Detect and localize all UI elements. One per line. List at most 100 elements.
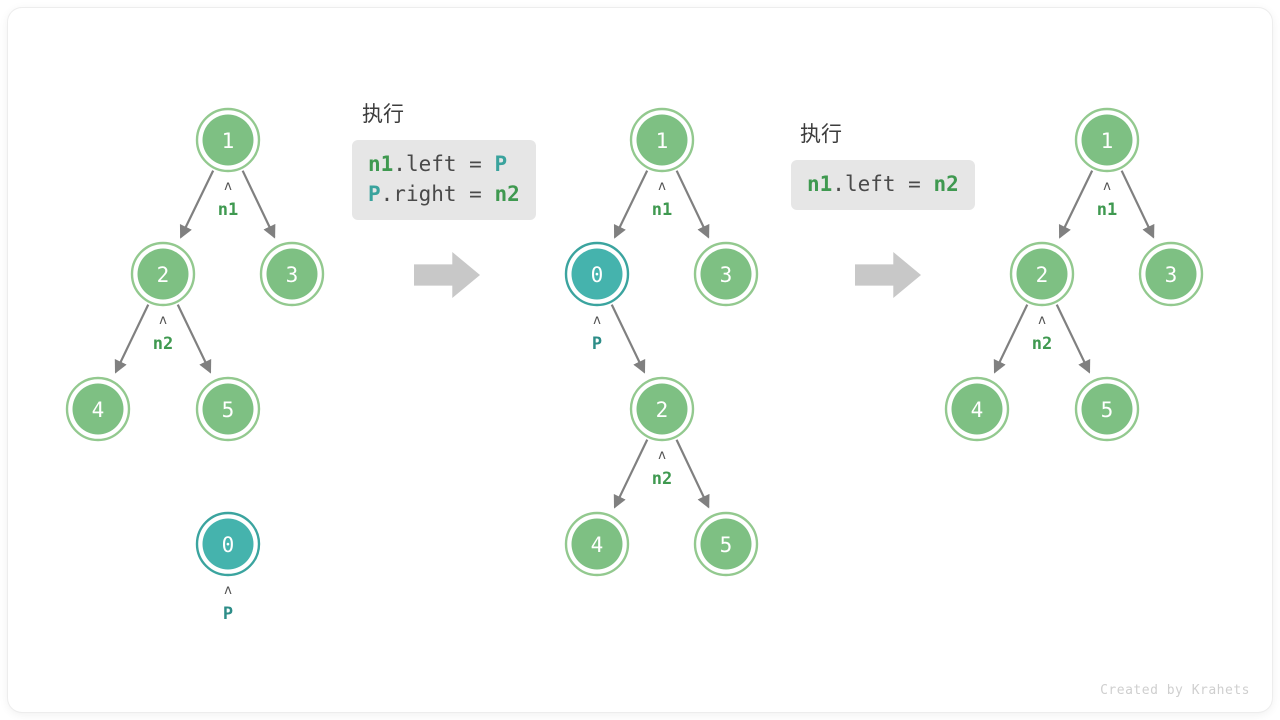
node-outer-ring [195,511,261,577]
code-token: .left = [393,152,495,176]
node-outer-ring [693,511,759,577]
tree-edge [176,304,212,374]
pointer-label-n1: n1 [1097,200,1117,220]
node-value: 5 [1101,398,1114,422]
node-outer-ring [1074,107,1140,173]
tree-edge [675,439,710,509]
node-outer-ring [629,107,695,173]
transition-arrow-icon [414,252,480,298]
node-fill [72,383,124,435]
pointer-label-n1: n1 [218,200,238,220]
tree-edge [1055,304,1091,374]
node-fill [202,518,254,570]
tree-node-2[interactable]: 2 [629,376,695,442]
tree-edge [241,170,276,239]
code-token: n2 [494,181,520,206]
node-fill [1145,248,1197,300]
node-value: 2 [656,398,669,422]
tree-node-2[interactable]: 2 [1009,241,1075,307]
code-line: n1.left = P [368,150,520,180]
node-outer-ring [259,241,325,307]
node-value: 1 [222,129,235,153]
node-value: 2 [1036,263,1049,287]
node-outer-ring [1138,241,1204,307]
code-token: n2 [933,172,959,196]
exec-heading: 执行 [362,102,404,126]
tree-edge [179,170,215,239]
code-block-step-3: n1.left = n2 [791,160,975,210]
node-fill [202,383,254,435]
node-fill [202,114,254,166]
tree-edge [675,170,710,239]
tree-node-3[interactable]: 3 [259,241,325,307]
node-outer-ring [65,376,131,442]
watermark: Created by Krahets [1100,683,1250,698]
tree-node-1[interactable]: 1 [1074,107,1140,173]
pointer-label-n2: n2 [1032,334,1052,354]
node-outer-ring [629,376,695,442]
node-outer-ring [944,376,1010,442]
node-fill [571,518,623,570]
node-value: 3 [286,263,299,287]
tree-edge [114,304,150,374]
arrow-2 [855,252,921,298]
node-outer-ring [564,511,630,577]
tree-node-1[interactable]: 1 [629,107,695,173]
node-value: 1 [1101,129,1114,153]
tree-edge [613,170,649,239]
node-value: 1 [656,129,669,153]
node-fill [1016,248,1068,300]
tree-node-0[interactable]: 0 [564,241,630,307]
tree-node-5[interactable]: 5 [1074,376,1140,442]
tree-node-2[interactable]: 2 [130,241,196,307]
tree-node-4[interactable]: 4 [65,376,131,442]
tree-node-0[interactable]: 0 [195,511,261,577]
tree-node-3[interactable]: 3 [1138,241,1204,307]
code-token: n1 [807,172,833,196]
tree-node-4[interactable]: 4 [564,511,630,577]
code-line: P.right = n2 [368,180,520,210]
node-outer-ring [195,107,261,173]
node-outer-ring [1009,241,1075,307]
pointer-label-P: P [223,604,233,624]
pointer-label-n2: n2 [652,469,672,489]
node-outer-ring [130,241,196,307]
node-value: 3 [1165,263,1178,287]
node-fill [1081,383,1133,435]
tree-edge [1058,170,1094,239]
node-value: 4 [591,533,604,557]
node-fill [266,248,318,300]
node-outer-ring [1074,376,1140,442]
code-token: n1 [368,152,394,176]
node-fill [636,114,688,166]
pointer-label-P: P [592,334,602,354]
code-line: n1.left = n2 [807,170,959,200]
node-fill [137,248,189,300]
code-token: P [494,152,508,176]
tree-edge [993,304,1029,374]
node-fill [700,248,752,300]
pointer-caret-icon: ʌ [224,179,232,194]
tree-node-4[interactable]: 4 [944,376,1010,442]
tree-edge [613,439,649,509]
pointer-caret-icon: ʌ [159,313,167,328]
node-value: 5 [222,398,235,422]
arrow-1 [414,252,480,298]
node-value: 5 [720,533,733,557]
node-fill [1081,114,1133,166]
tree-node-1[interactable]: 1 [195,107,261,173]
pointer-caret-icon: ʌ [658,179,666,194]
node-value: 0 [222,533,235,557]
code-token: .left = [832,172,934,196]
node-outer-ring [195,376,261,442]
tree-node-5[interactable]: 5 [693,511,759,577]
tree-node-3[interactable]: 3 [693,241,759,307]
tree-edge [610,304,646,374]
tree-node-5[interactable]: 5 [195,376,261,442]
